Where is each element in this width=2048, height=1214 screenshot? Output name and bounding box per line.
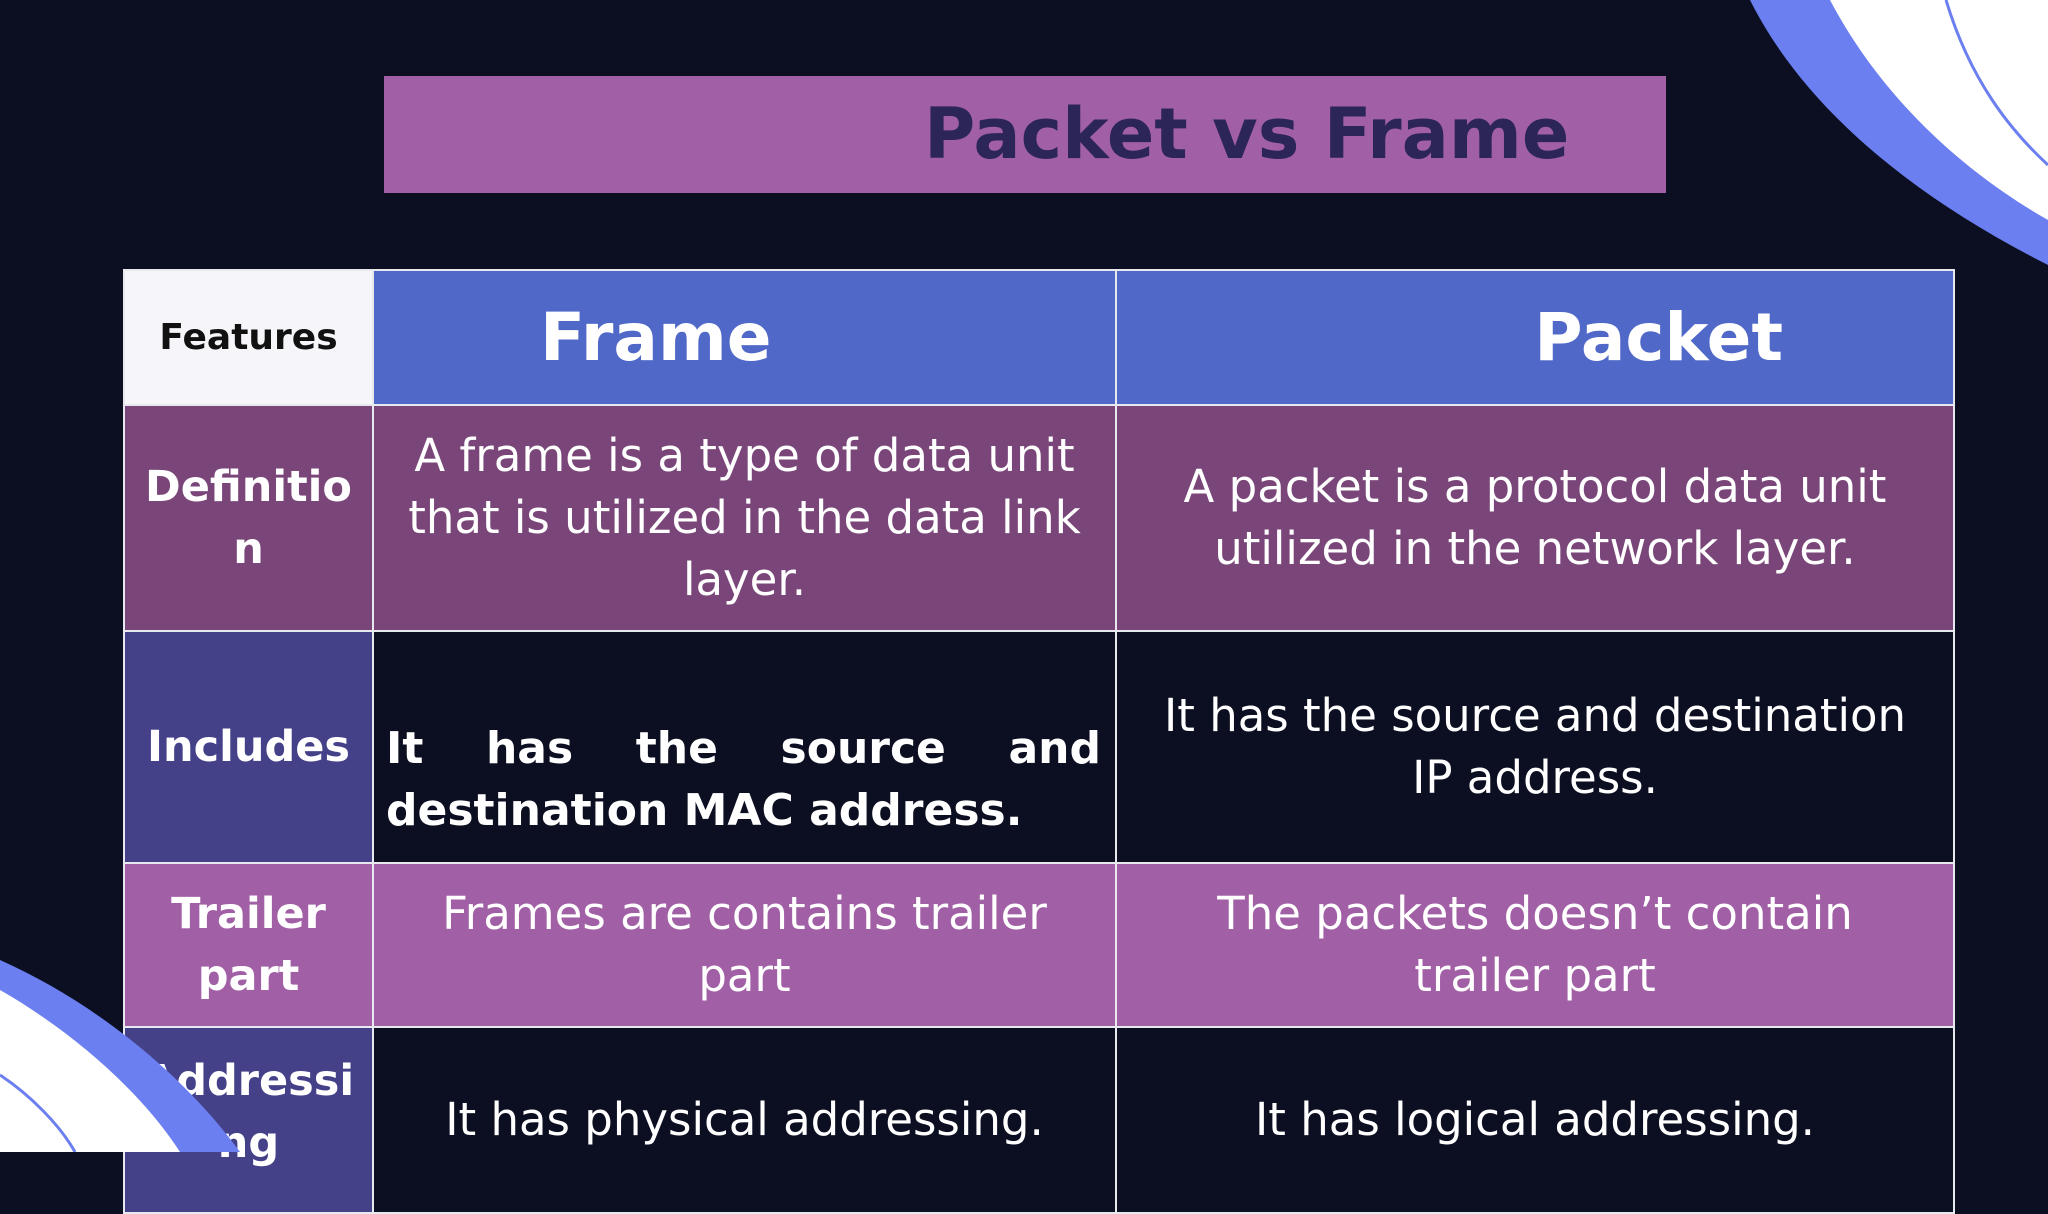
frame-includes-line1: It has the source and xyxy=(386,723,1101,774)
packet-header: Packet xyxy=(1115,269,1955,406)
frame-addressing: It has physical addressing. xyxy=(372,1026,1117,1214)
feature-addressing: Addressi ng xyxy=(123,1026,374,1214)
feature-definition: Definitio n xyxy=(123,404,374,632)
table-row: Trailer part Frames are contains trailer… xyxy=(123,862,1955,1028)
frame-includes: It has the source and destination MAC ad… xyxy=(372,630,1117,864)
frame-trailer-part: Frames are contains trailer part xyxy=(372,862,1117,1028)
frame-header-label: Frame xyxy=(540,299,772,376)
packet-definition: A packet is a protocol data unit utilize… xyxy=(1115,404,1955,632)
slide-title: Packet vs Frame xyxy=(924,93,1570,175)
frame-includes-line2: destination MAC address. xyxy=(386,785,1023,836)
table-row: Addressi ng It has physical addressing. … xyxy=(123,1026,1955,1214)
table-row: Definitio n A frame is a type of data un… xyxy=(123,404,1955,632)
packet-header-label: Packet xyxy=(1534,299,1783,376)
frame-definition: A frame is a type of data unit that is u… xyxy=(372,404,1117,632)
packet-includes: It has the source and destination IP add… xyxy=(1115,630,1955,864)
comparison-table: Features Frame Packet Definitio n A fram… xyxy=(123,269,1955,1214)
title-banner: Packet vs Frame xyxy=(384,76,1666,193)
features-header: Features xyxy=(123,269,374,406)
table-row: Includes It has the source and destinati… xyxy=(123,630,1955,864)
feature-includes: Includes xyxy=(123,630,374,864)
frame-header: Frame xyxy=(372,269,1117,406)
packet-addressing: It has logical addressing. xyxy=(1115,1026,1955,1214)
table-header-row: Features Frame Packet xyxy=(123,269,1955,406)
packet-trailer-part: The packets doesn’t contain trailer part xyxy=(1115,862,1955,1028)
feature-trailer-part: Trailer part xyxy=(123,862,374,1028)
